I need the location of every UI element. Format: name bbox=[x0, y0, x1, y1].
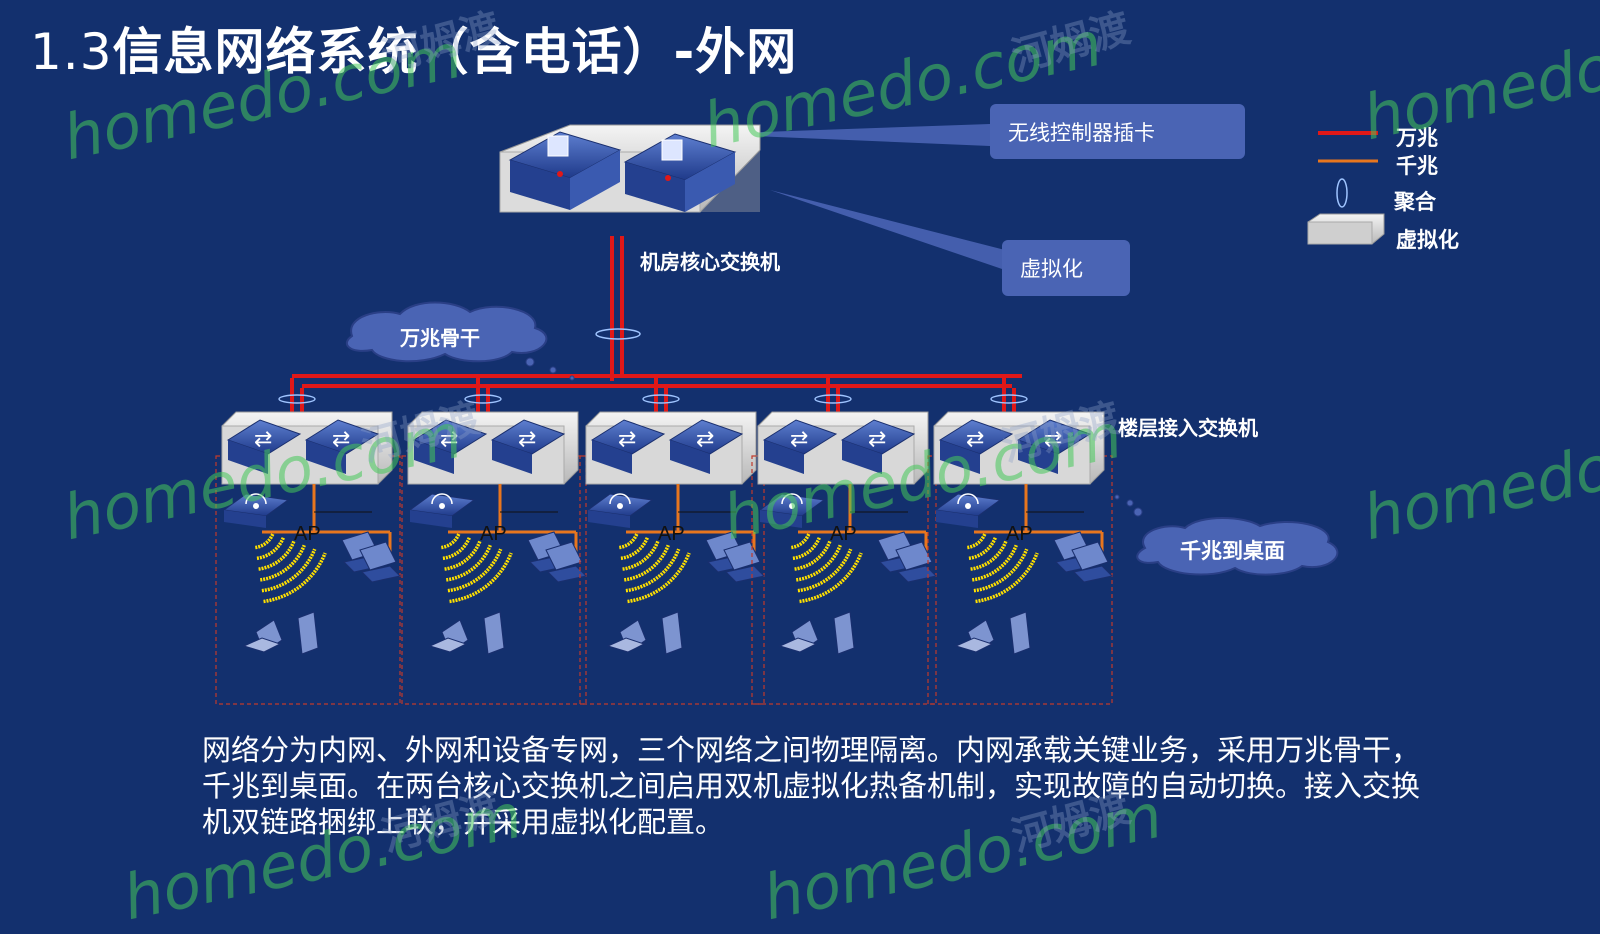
description-line: 网络分为内网、外网和设备专网，三个网络之间物理隔离。内网承载关键业务，采用万兆骨… bbox=[202, 733, 1421, 767]
access-switch-icon: ⇄⇄ bbox=[407, 411, 579, 485]
description-line: 机双链路捆绑上联，并采用虚拟化配置。 bbox=[202, 805, 725, 839]
callout-virtualization: 虚拟化 bbox=[1002, 240, 1130, 296]
callout-pointer-virtualization bbox=[770, 190, 1005, 270]
desktop-pc-icon bbox=[341, 531, 402, 583]
network-diagram: ⇄⇄AP⇄⇄AP⇄⇄AP⇄⇄AP⇄⇄AP bbox=[215, 124, 1385, 705]
floor-switch-label: 楼层接入交换机 bbox=[1118, 416, 1258, 440]
ap-label: AP bbox=[1006, 523, 1033, 545]
callout-wireless-controller: 无线控制器插卡 bbox=[990, 104, 1245, 159]
wifi-waves-icon bbox=[618, 532, 691, 604]
floor-group: ⇄⇄AP bbox=[751, 378, 938, 705]
legend-aggregation: 聚合 bbox=[1394, 190, 1436, 214]
access-switch-icon: ⇄⇄ bbox=[933, 411, 1105, 485]
svg-text:⇄: ⇄ bbox=[254, 427, 272, 452]
core-switch-label: 机房核心交换机 bbox=[640, 250, 780, 274]
svg-text:⇄: ⇄ bbox=[332, 427, 350, 452]
svg-text:⇄: ⇄ bbox=[618, 427, 636, 452]
ap-label: AP bbox=[830, 523, 857, 545]
ap-label: AP bbox=[480, 523, 507, 545]
svg-text:⇄: ⇄ bbox=[868, 427, 886, 452]
laptop-icon bbox=[606, 619, 647, 653]
aggregation-ring bbox=[278, 394, 316, 404]
description-line: 千兆到桌面。在两台核心交换机之间启用双机虚拟化热备机制，实现故障的自动切换。接入… bbox=[202, 769, 1421, 803]
backbone-cloud bbox=[345, 301, 575, 381]
laptop-icon bbox=[428, 619, 469, 653]
ap-label: AP bbox=[294, 523, 321, 545]
laptop-icon bbox=[242, 619, 283, 653]
page-title: 1.3信息网络系统（含电话）-外网 bbox=[30, 12, 797, 84]
aggregation-ring bbox=[464, 394, 502, 404]
legend-aggregation-icon bbox=[1336, 178, 1348, 208]
access-switch-icon: ⇄⇄ bbox=[221, 411, 393, 485]
svg-text:⇄: ⇄ bbox=[696, 427, 714, 452]
svg-text:⇄: ⇄ bbox=[1044, 427, 1062, 452]
backbone-label: 万兆骨干 bbox=[400, 326, 480, 350]
callout-pointer-controller bbox=[705, 124, 990, 146]
floor-group: ⇄⇄AP bbox=[579, 378, 766, 705]
floor-group: ⇄⇄AP bbox=[927, 378, 1114, 705]
desktop-pc-icon bbox=[527, 531, 588, 583]
slide: ⇄⇄AP⇄⇄AP⇄⇄AP⇄⇄AP⇄⇄AP 1.3信息网络系统（含电话）-外网 无… bbox=[30, 0, 1600, 934]
wifi-waves-icon bbox=[790, 532, 863, 604]
aggregation-ring bbox=[814, 394, 852, 404]
legend-virtualization: 虚拟化 bbox=[1396, 228, 1459, 252]
floor-group: ⇄⇄AP bbox=[215, 378, 402, 705]
legend-ten-gig: 万兆 bbox=[1396, 126, 1438, 150]
legend-gig: 千兆 bbox=[1396, 154, 1438, 178]
laptop-icon bbox=[954, 619, 995, 653]
desktop-pc-icon bbox=[1053, 531, 1114, 583]
aggregation-ring bbox=[642, 394, 680, 404]
desktop-pc-icon bbox=[877, 531, 938, 583]
desktop-pc-icon bbox=[705, 531, 766, 583]
laptop-icon bbox=[778, 619, 819, 653]
access-point-icon bbox=[758, 493, 826, 528]
aggregation-ring bbox=[990, 394, 1028, 404]
ap-label: AP bbox=[658, 523, 685, 545]
gigabit-cloud bbox=[1114, 494, 1339, 576]
tablet-icon bbox=[1009, 611, 1031, 655]
svg-text:⇄: ⇄ bbox=[790, 427, 808, 452]
svg-text:⇄: ⇄ bbox=[440, 427, 458, 452]
wifi-waves-icon bbox=[254, 532, 327, 604]
floor-group: ⇄⇄AP bbox=[401, 378, 588, 705]
wifi-waves-icon bbox=[440, 532, 513, 604]
access-switch-icon: ⇄⇄ bbox=[757, 411, 929, 485]
svg-text:⇄: ⇄ bbox=[966, 427, 984, 452]
access-point-icon bbox=[934, 493, 1002, 528]
access-switch-icon: ⇄⇄ bbox=[585, 411, 757, 485]
svg-text:⇄: ⇄ bbox=[518, 427, 536, 452]
legend-virtualization-icon bbox=[1307, 213, 1385, 245]
title-text: 信息网络系统（含电话）-外网 bbox=[112, 23, 798, 81]
tablet-icon bbox=[661, 611, 683, 655]
description: 网络分为内网、外网和设备专网，三个网络之间物理隔离。内网承载关键业务，采用万兆骨… bbox=[202, 732, 1462, 840]
tablet-icon bbox=[483, 611, 505, 655]
access-point-icon bbox=[222, 493, 290, 528]
tablet-icon bbox=[297, 611, 319, 655]
tablet-icon bbox=[833, 611, 855, 655]
wifi-waves-icon bbox=[966, 532, 1039, 604]
access-point-icon bbox=[408, 493, 476, 528]
gigabit-desktop-label: 千兆到桌面 bbox=[1180, 539, 1285, 563]
access-point-icon bbox=[586, 493, 654, 528]
title-number: 1.3 bbox=[30, 23, 113, 81]
core-switch-icon bbox=[499, 124, 761, 213]
